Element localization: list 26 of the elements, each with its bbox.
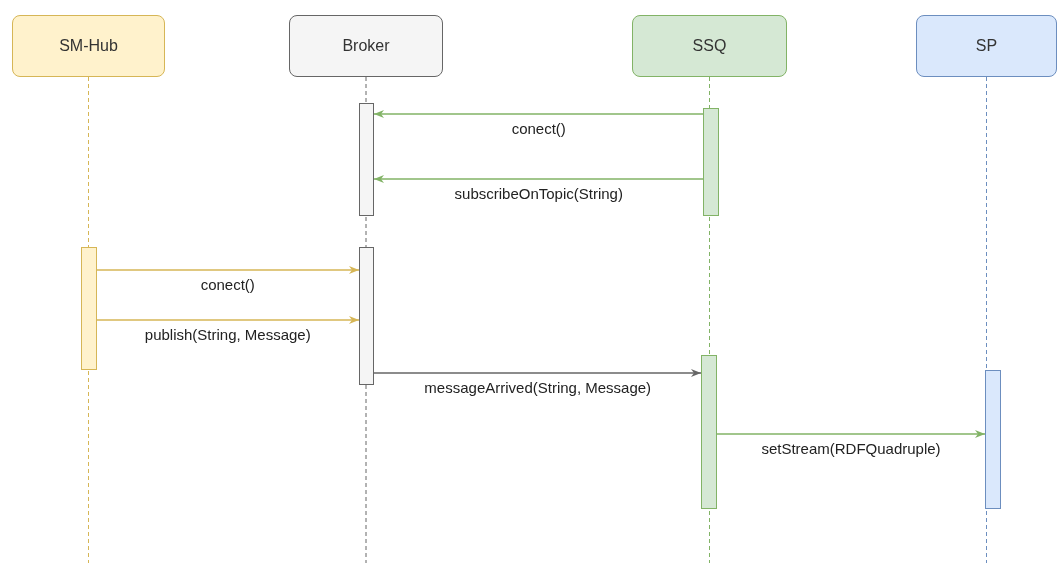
participant-name: SSQ <box>692 37 727 55</box>
message-label: conect() <box>509 120 568 137</box>
message-arrow <box>96 316 360 324</box>
message-label: messageArrived(String, Message) <box>422 379 654 396</box>
message-label: setStream(RDFQuadruple) <box>759 440 943 457</box>
activation-bar <box>985 370 1001 509</box>
message-arrow <box>716 430 986 438</box>
activation-bar <box>359 247 374 385</box>
participant-name: SP <box>975 37 998 55</box>
message-arrow <box>373 175 704 183</box>
participant-box <box>916 15 1057 77</box>
message-label: subscribeOnTopic(String) <box>452 185 625 202</box>
activation-bar <box>81 247 97 370</box>
activation-bar <box>701 355 717 509</box>
participant-name: Broker <box>342 37 390 55</box>
participant-box <box>289 15 443 77</box>
message-label: publish(String, Message) <box>142 326 313 343</box>
message-arrow <box>96 266 360 274</box>
message-arrow <box>373 369 702 377</box>
participant-name: SM-Hub <box>59 37 118 55</box>
message-arrow <box>373 110 704 118</box>
activation-bar <box>359 103 374 216</box>
participant-box <box>12 15 165 77</box>
activation-bar <box>703 108 719 216</box>
message-label: conect() <box>198 276 257 293</box>
participant-box <box>632 15 787 77</box>
